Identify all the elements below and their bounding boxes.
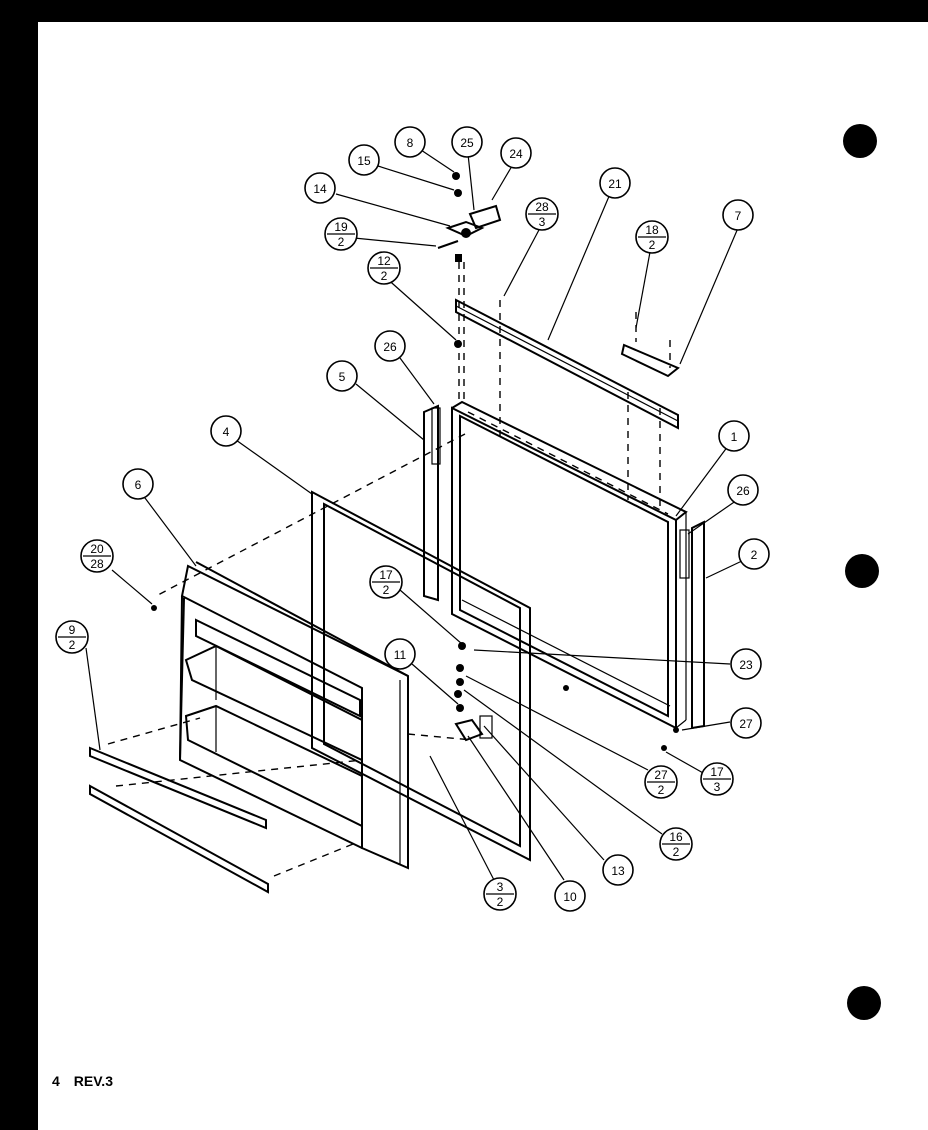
- callout-10-label: 10: [563, 890, 577, 904]
- callout-9-bottom: 2: [69, 638, 76, 652]
- callout-23-label: 23: [739, 658, 753, 672]
- callout-8-label: 8: [407, 136, 414, 150]
- callout-20-top: 20: [90, 542, 104, 556]
- page-number: 4: [52, 1073, 60, 1089]
- callout-28-top: 28: [535, 200, 549, 214]
- callout-17-3: 17 3: [700, 762, 734, 796]
- punch-hole-top: [843, 124, 877, 158]
- callout-9-2: 9 2: [55, 620, 89, 654]
- shelf-bar-lower: [89, 784, 269, 894]
- callout-14-label: 14: [313, 182, 327, 196]
- callout-21: 21: [599, 167, 631, 199]
- revision-label: REV.3: [73, 1073, 113, 1089]
- callout-26-upper-label: 26: [383, 340, 397, 354]
- strip-26a: [431, 407, 441, 465]
- callout-24: 24: [500, 137, 532, 169]
- callout-15: 15: [348, 144, 380, 176]
- callout-3-2: 3 2: [483, 877, 517, 911]
- top-bar-21: [455, 298, 679, 512]
- callout-16-2: 16 2: [659, 827, 693, 861]
- callout-28-bottom: 3: [539, 215, 546, 229]
- punch-hole-middle: [845, 554, 879, 588]
- callout-18-2: 18 2: [635, 220, 669, 254]
- callout-26-upper: 26: [374, 330, 406, 362]
- callout-25: 25: [451, 126, 483, 158]
- callout-16-top: 16: [669, 830, 683, 844]
- callout-17-2-top: 17: [379, 568, 393, 582]
- callout-19-bottom: 2: [338, 235, 345, 249]
- callout-23: 23: [730, 648, 762, 680]
- bracket-18: [620, 343, 680, 378]
- callout-2-label: 2: [751, 548, 758, 562]
- callout-19-2: 19 2: [324, 217, 358, 251]
- callout-20-bottom: 28: [90, 557, 104, 571]
- screw-17: [661, 745, 667, 751]
- callout-6: 6: [122, 468, 154, 500]
- gasket-4: [311, 490, 531, 862]
- callout-14: 14: [304, 172, 336, 204]
- callout-15-label: 15: [357, 154, 371, 168]
- callout-28-3: 28 3: [525, 197, 559, 231]
- callout-13-label: 13: [611, 864, 625, 878]
- callout-21-label: 21: [608, 177, 622, 191]
- callout-4: 4: [210, 415, 242, 447]
- callout-12-2: 12 2: [367, 251, 401, 285]
- callout-5-label: 5: [339, 370, 346, 384]
- callout-18-top: 18: [645, 223, 659, 237]
- punch-hole-bottom: [847, 986, 881, 1020]
- callout-3-bottom: 2: [497, 895, 504, 909]
- door-liner-6: [178, 561, 409, 870]
- callout-27-2-bottom: 2: [658, 783, 665, 797]
- screw-27: [673, 727, 679, 733]
- callout-16-bottom: 2: [673, 845, 680, 859]
- callout-9-top: 9: [69, 623, 76, 637]
- callout-18-bottom: 2: [649, 238, 656, 252]
- screw-20: [151, 605, 157, 611]
- callout-17-2-bottom: 2: [383, 583, 390, 597]
- callout-1-label: 1: [731, 430, 738, 444]
- callout-17-3-top: 17: [710, 765, 724, 779]
- callout-1: 1: [718, 420, 750, 452]
- callout-27: 27: [730, 707, 762, 739]
- leader-lines: [85, 147, 745, 881]
- strip-5: [423, 404, 439, 602]
- callout-12-bottom: 2: [381, 269, 388, 283]
- callout-25-label: 25: [460, 136, 474, 150]
- callout-27-2-top: 27: [654, 768, 668, 782]
- callout-24-label: 24: [509, 147, 523, 161]
- callout-27-label: 27: [739, 717, 753, 731]
- callout-3-top: 3: [497, 880, 504, 894]
- callout-6-label: 6: [135, 478, 142, 492]
- callout-17-2: 17 2: [369, 565, 403, 599]
- top-hinge-assembly: [437, 172, 502, 405]
- strip-26b: [679, 529, 690, 579]
- callout-10: 10: [554, 880, 586, 912]
- shelf-bar-upper: [89, 746, 267, 830]
- callout-8: 8: [394, 126, 426, 158]
- callout-12-top: 12: [377, 254, 391, 268]
- callout-5: 5: [326, 360, 358, 392]
- callout-7: 7: [722, 199, 754, 231]
- callout-26-lower: 26: [727, 474, 759, 506]
- callout-17-3-bottom: 3: [714, 780, 721, 794]
- callout-20-28: 20 28: [80, 539, 114, 573]
- callout-2: 2: [738, 538, 770, 570]
- callout-7-label: 7: [735, 209, 742, 223]
- callout-26-lower-label: 26: [736, 484, 750, 498]
- strip-2: [691, 520, 705, 730]
- callout-4-label: 4: [223, 425, 230, 439]
- callout-13: 13: [602, 854, 634, 886]
- page-footer: 4 REV.3: [52, 1073, 127, 1089]
- callout-11: 11: [384, 638, 416, 670]
- callout-11-label: 11: [394, 648, 407, 662]
- bottom-hinge-assembly: [454, 642, 569, 742]
- callout-27-2: 27 2: [644, 765, 678, 799]
- cabinet-frame-1: [451, 400, 688, 730]
- callout-19-top: 19: [334, 220, 348, 234]
